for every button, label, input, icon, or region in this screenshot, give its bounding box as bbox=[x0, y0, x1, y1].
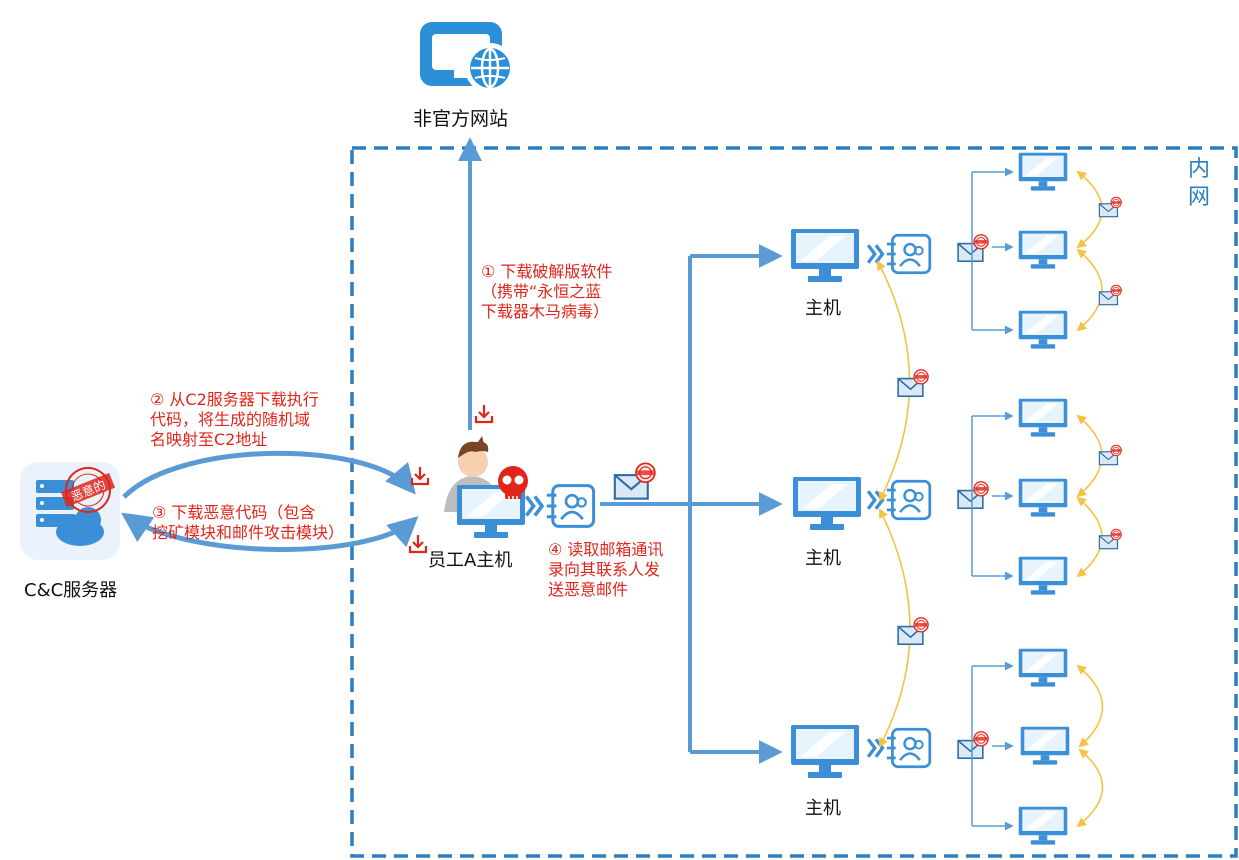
malicious-email-icon bbox=[897, 616, 929, 646]
malicious-email-icon bbox=[613, 462, 656, 500]
contact-computer-icon bbox=[1018, 556, 1068, 595]
website-label: 非官方网站 bbox=[413, 108, 509, 130]
malicious-email-icon bbox=[1098, 528, 1122, 550]
contact-computer-icon bbox=[1018, 152, 1068, 191]
contact-computer-icon bbox=[1018, 230, 1068, 269]
malicious-email-icon bbox=[957, 480, 989, 510]
download-icon bbox=[410, 466, 430, 486]
c2-arrow-lower bbox=[121, 512, 419, 552]
website-icon bbox=[420, 22, 515, 93]
malicious-email-icon bbox=[1098, 444, 1122, 466]
host-label: 主机 bbox=[805, 798, 841, 819]
cc-server-icon: 恶意的 bbox=[20, 462, 120, 560]
download-icon bbox=[474, 404, 494, 424]
host-computer-icon bbox=[791, 725, 859, 778]
step4-annotation: ④ 读取邮箱通讯 录向其联系人发 送恶意邮件 bbox=[548, 540, 664, 599]
host-computer-icon bbox=[791, 229, 859, 282]
contact-computer-icon bbox=[1018, 398, 1068, 437]
host-label: 主机 bbox=[805, 298, 841, 319]
step3-annotation: ③ 下载恶意代码（包含 挖矿模块和邮件攻击模块） bbox=[152, 503, 345, 542]
step2-annotation: ② 从C2服务器下载执行 代码，将生成的随机域 名映射至C2地址 bbox=[150, 390, 319, 449]
address-book-icon bbox=[524, 483, 596, 529]
contact-computer-icon bbox=[1018, 310, 1068, 349]
intranet-boundary bbox=[350, 146, 1238, 858]
contact-computer-icon bbox=[1018, 478, 1068, 517]
contact-computer-icon bbox=[1020, 726, 1070, 765]
malicious-email-icon bbox=[957, 233, 989, 263]
download-icon bbox=[408, 534, 428, 554]
c2-arrow-upper bbox=[122, 450, 416, 499]
malicious-email-icon bbox=[897, 368, 929, 398]
contact-computer-icon bbox=[1018, 806, 1068, 845]
address-book-icon bbox=[866, 233, 932, 275]
host-label: 主机 bbox=[805, 548, 841, 569]
skull-icon bbox=[498, 466, 528, 501]
malicious-email-icon bbox=[957, 730, 989, 760]
malicious-email-icon bbox=[1098, 196, 1122, 218]
step1-annotation: ① 下载破解版软件 （携带“永恒之蓝 下载器木马病毒） bbox=[481, 262, 613, 321]
intranet-label: 内网 bbox=[1188, 157, 1211, 210]
host-computer-icon bbox=[793, 477, 861, 530]
contact-computer-icon bbox=[1018, 648, 1068, 687]
address-book-icon bbox=[866, 479, 932, 521]
address-book-icon bbox=[866, 727, 932, 769]
employee-host-label: 员工A主机 bbox=[428, 550, 513, 571]
cc-server-label: C&C服务器 bbox=[24, 580, 118, 601]
